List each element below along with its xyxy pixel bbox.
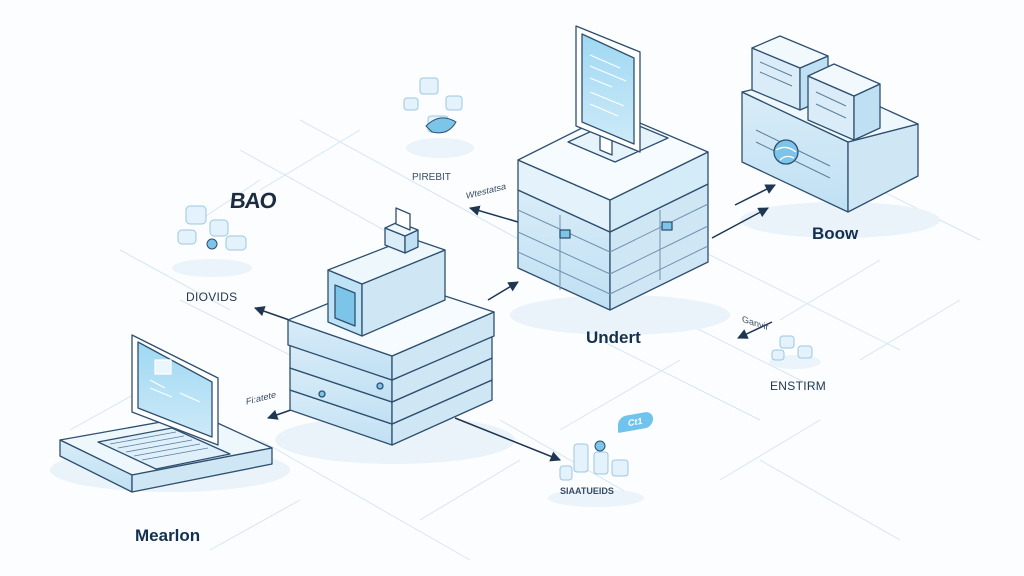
cloud-cluster-bottom — [548, 440, 644, 507]
label-undert: Undert — [586, 328, 641, 347]
arrow-to-undert — [487, 281, 519, 301]
central-server-stack — [287, 207, 495, 446]
arrow-to-boow-upper — [734, 184, 776, 206]
mearlon-workstation — [59, 334, 273, 493]
cloud-cluster-right — [769, 335, 821, 369]
label-bao: BAO — [228, 188, 278, 213]
arrow-to-bottom — [454, 417, 561, 462]
background-grid — [69, 119, 981, 561]
arrow-to-boow-lower — [711, 207, 769, 239]
arrow-to-pirebit — [468, 205, 519, 223]
arrow-from-enstirm — [737, 321, 773, 339]
boow-storage — [741, 35, 919, 213]
label-mearlon: Mearlon — [135, 526, 201, 545]
label-diovids: DIOVIDS — [186, 290, 238, 304]
undert-server-tower — [517, 25, 709, 311]
cloud-cluster-top — [403, 77, 474, 158]
globe-icon — [773, 139, 799, 165]
label-boow: Boow — [812, 224, 859, 243]
cloud-cluster-left — [172, 205, 252, 277]
label-pirebit: PIREBIT — [412, 172, 451, 183]
label-enstirm: ENSTIRM — [770, 379, 827, 393]
label-bottom-cluster: SIAATUEIDS — [560, 486, 614, 496]
